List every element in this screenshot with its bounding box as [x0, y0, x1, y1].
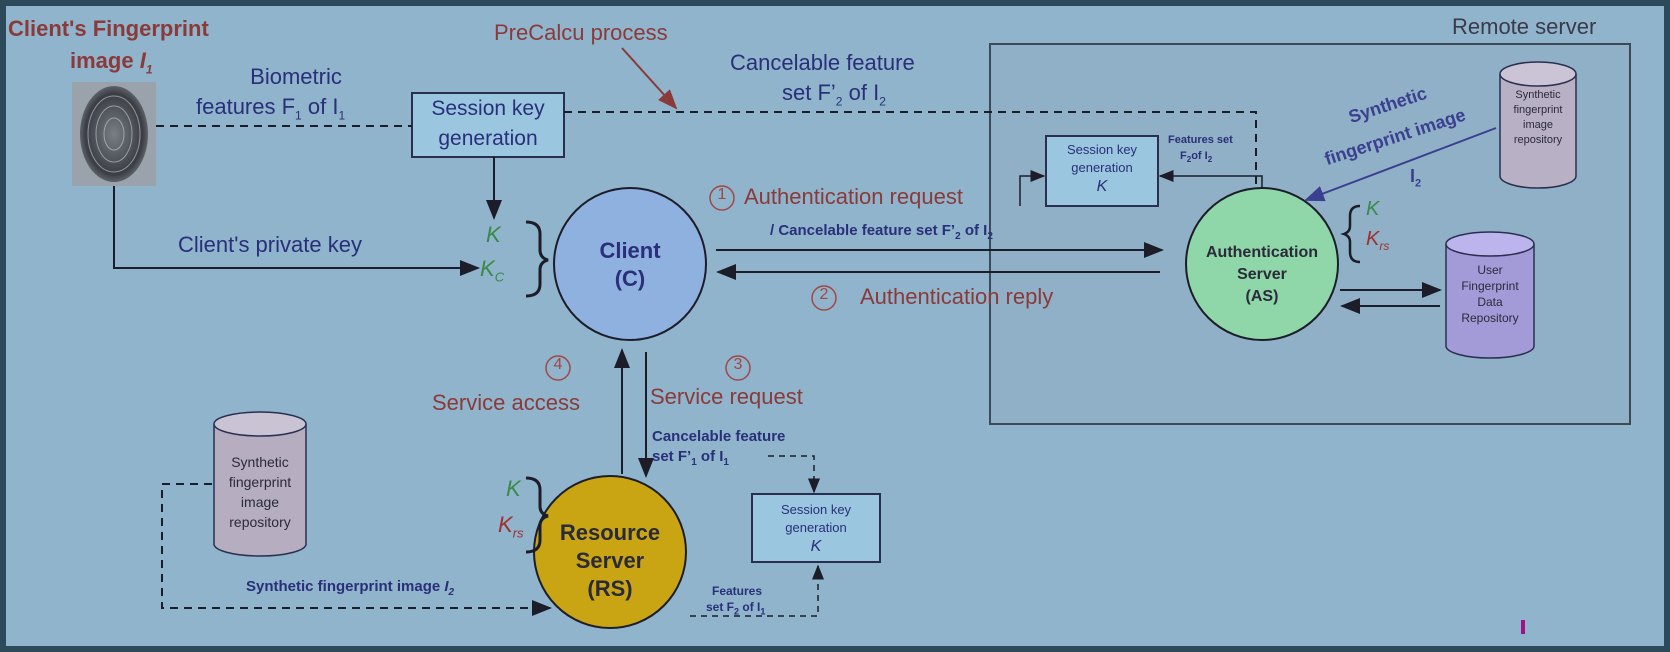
cancelable-rs-label-2: set F’1 of I1	[652, 448, 729, 468]
remote-server-label: Remote server	[1452, 14, 1597, 39]
session-key-rs-label-1: Session key	[780, 502, 852, 517]
as-krs-label: Krs	[1366, 228, 1390, 253]
step3-number: 3	[733, 356, 743, 373]
as-features-arrow	[1158, 170, 1263, 188]
user-repo-line-4: Repository	[1461, 311, 1519, 325]
biometric-label-2: features F1 of I1	[196, 94, 346, 123]
rs-k-label: K	[506, 476, 521, 501]
as-k-label: K	[1366, 198, 1380, 220]
marker-glyph	[1521, 620, 1525, 634]
synthetic-fp-as-i: I2	[1410, 166, 1422, 190]
rs-key-brace	[525, 476, 549, 554]
client-fingerprint-label-2: image I1	[70, 48, 153, 77]
session-key-as-label-2: generation	[1071, 160, 1133, 175]
session-key-rs-label-2: generation	[785, 520, 847, 535]
authentication-server-node	[1185, 187, 1339, 341]
synthetic-repo-as-line-3: image	[1523, 119, 1553, 131]
private-key-arrow	[113, 186, 480, 276]
rs-krs-label: Krs	[498, 512, 524, 541]
client-node-label-2: (C)	[614, 266, 646, 291]
client-key-brace	[525, 220, 549, 298]
session-key-as-label-1: Session key	[1066, 142, 1138, 157]
synthetic-repo-as-line-4: repository	[1513, 134, 1563, 146]
session-key-label-2: generation	[438, 127, 538, 150]
features-set-as-1: Features set	[1168, 134, 1233, 146]
cancelable-rs-label-1: Cancelable feature	[652, 428, 786, 445]
cancelable-rs-dashed-arrow	[768, 455, 820, 494]
as-node-label-2: Server	[1237, 266, 1287, 283]
session-key-generation-as-box	[1045, 135, 1159, 207]
step1-number: 1	[717, 186, 727, 203]
client-private-key-label: Client's private key	[178, 232, 362, 257]
client-k-label: K	[486, 222, 501, 247]
synthetic-fp-rs-line	[161, 483, 552, 616]
rs-node-label-1: Resource	[559, 520, 661, 545]
synthetic-fingerprint-repository-rs	[213, 411, 307, 557]
client-fingerprint-label-1: Client's Fingerprint	[8, 16, 209, 41]
step2-label: Authentication reply	[860, 284, 1054, 309]
cancelable-dashed-line	[564, 111, 1257, 190]
step4-number: 4	[553, 356, 563, 373]
synthetic-fp-as-arrow	[1304, 127, 1497, 202]
step3-circle	[725, 355, 751, 381]
user-repo-line-3: Data	[1477, 295, 1503, 309]
step2-circle	[811, 285, 837, 311]
user-repo-line-2: Fingerprint	[1461, 279, 1519, 293]
client-node	[553, 187, 707, 341]
rs-node-label-3: (RS)	[587, 576, 633, 601]
synthetic-repo-rs-line-3: image	[240, 494, 280, 510]
user-repo-line-1: User	[1477, 263, 1503, 277]
synthetic-repo-as-line-2: fingerprint	[1513, 104, 1563, 116]
step4-circle	[545, 355, 571, 381]
session-key-generation-box	[411, 92, 565, 158]
synthetic-repo-rs-line-1: Synthetic	[231, 454, 289, 470]
rs-node-label-2: Server	[575, 548, 645, 573]
step4-label: Service access	[432, 390, 580, 415]
synthetic-repo-rs-line-2: fingerprint	[228, 474, 292, 490]
synthetic-repo-rs-label: Synthetic fingerprint image repository	[214, 452, 306, 532]
step1-sub-label: / Cancelable feature set F’2 of I2	[770, 222, 993, 242]
biometric-label-1: Biometric	[250, 64, 342, 89]
step1-label: Authentication request	[744, 184, 963, 209]
client-node-label-1: Client	[599, 238, 661, 263]
session-key-rs-k: K	[810, 538, 822, 555]
synthetic-fp-rs-label: Synthetic fingerprint image I2	[246, 578, 455, 598]
precalcu-label: PreCalcu process	[494, 20, 668, 45]
features-rs-label-1: Features	[712, 584, 763, 598]
features-rs-label-2: set F2 of I1	[706, 600, 766, 617]
session-key-as-k: K	[1096, 178, 1108, 195]
cancelable-top-label-2: set F’2 of I2	[782, 80, 886, 109]
as-node-label-3: (AS)	[1245, 288, 1279, 305]
session-key-generation-rs-box	[751, 493, 881, 563]
fingerprint-image-icon	[80, 86, 148, 182]
synthetic-repo-rs-line-4: repository	[229, 514, 291, 530]
session-key-as-input	[1019, 170, 1046, 206]
synthetic-fingerprint-repository-as	[1499, 61, 1577, 189]
fingerprint-ridges	[87, 95, 141, 173]
step3-label: Service request	[650, 384, 803, 409]
synthetic-repo-as-line-1: Synthetic	[1515, 89, 1561, 101]
synthetic-repo-as-label: Synthetic fingerprint image repository	[1500, 88, 1576, 148]
as-key-brace	[1340, 204, 1361, 264]
step1-circle	[709, 185, 735, 211]
session-key-label-1: Session key	[431, 97, 545, 120]
cancelable-top-label-1: Cancelable feature	[730, 50, 915, 75]
features-set-as-2: F2of I2	[1180, 150, 1213, 165]
step2-number: 2	[819, 286, 829, 303]
as-node-label-1: Authentication	[1206, 244, 1318, 261]
client-kc-label: KC	[480, 256, 505, 285]
user-fingerprint-data-repository	[1445, 231, 1535, 359]
precalcu-arrow	[621, 47, 678, 110]
